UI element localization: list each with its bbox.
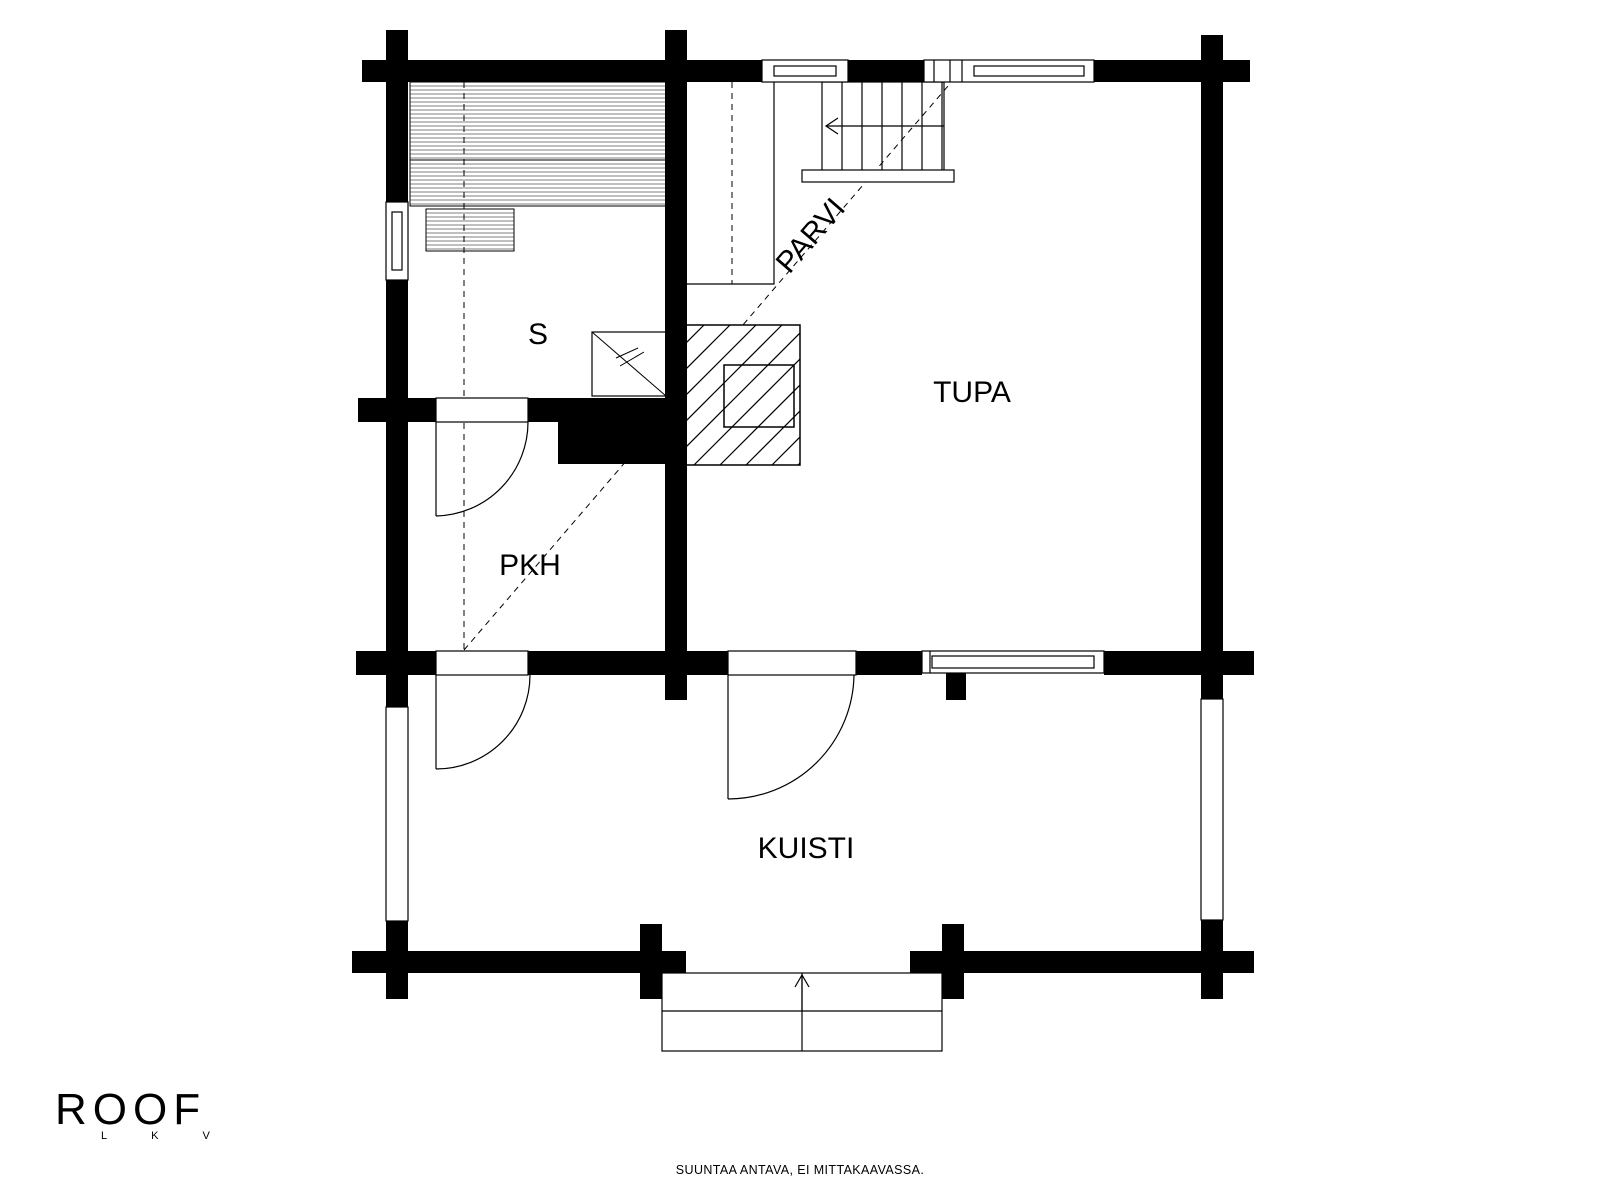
room-label-sauna: S — [528, 318, 548, 351]
sauna-step — [425, 208, 515, 252]
logo-name: ROOF — [55, 1085, 207, 1134]
window-top-left — [761, 59, 849, 83]
room-label-porch: KUISTI — [758, 832, 855, 865]
sauna-stove-icon — [591, 331, 667, 397]
window-porch-wall — [921, 650, 1105, 674]
loft-opening — [686, 82, 775, 285]
loft-diagonal-dashed — [463, 71, 961, 651]
room-label-living: TUPA — [933, 376, 1011, 409]
entrance-arrow-head — [794, 973, 810, 988]
walls — [352, 30, 1254, 999]
window-sauna-left — [385, 201, 409, 281]
door-sauna[interactable] — [435, 397, 529, 517]
staircase — [801, 81, 955, 183]
room-label-washroom: PKH — [499, 549, 561, 582]
sauna-bench-lower — [409, 159, 667, 207]
roof-lkv-logo: ROOF LKV — [55, 1088, 285, 1148]
window-porch-left — [385, 706, 409, 922]
sauna-bench-upper — [409, 81, 667, 161]
logo-sub: LKV — [101, 1130, 254, 1142]
disclaimer-text: SUUNTAA ANTAVA, EI MITTAKAAVASSA. — [675, 1163, 925, 1177]
window-top-right — [923, 59, 1095, 83]
room-label-loft: PARVI — [770, 192, 852, 280]
entrance-steps — [661, 972, 943, 1052]
window-porch-right — [1200, 698, 1224, 921]
door-tupa[interactable] — [727, 650, 857, 800]
door-pkh[interactable] — [435, 650, 531, 770]
stair-arrow-head — [824, 117, 839, 135]
